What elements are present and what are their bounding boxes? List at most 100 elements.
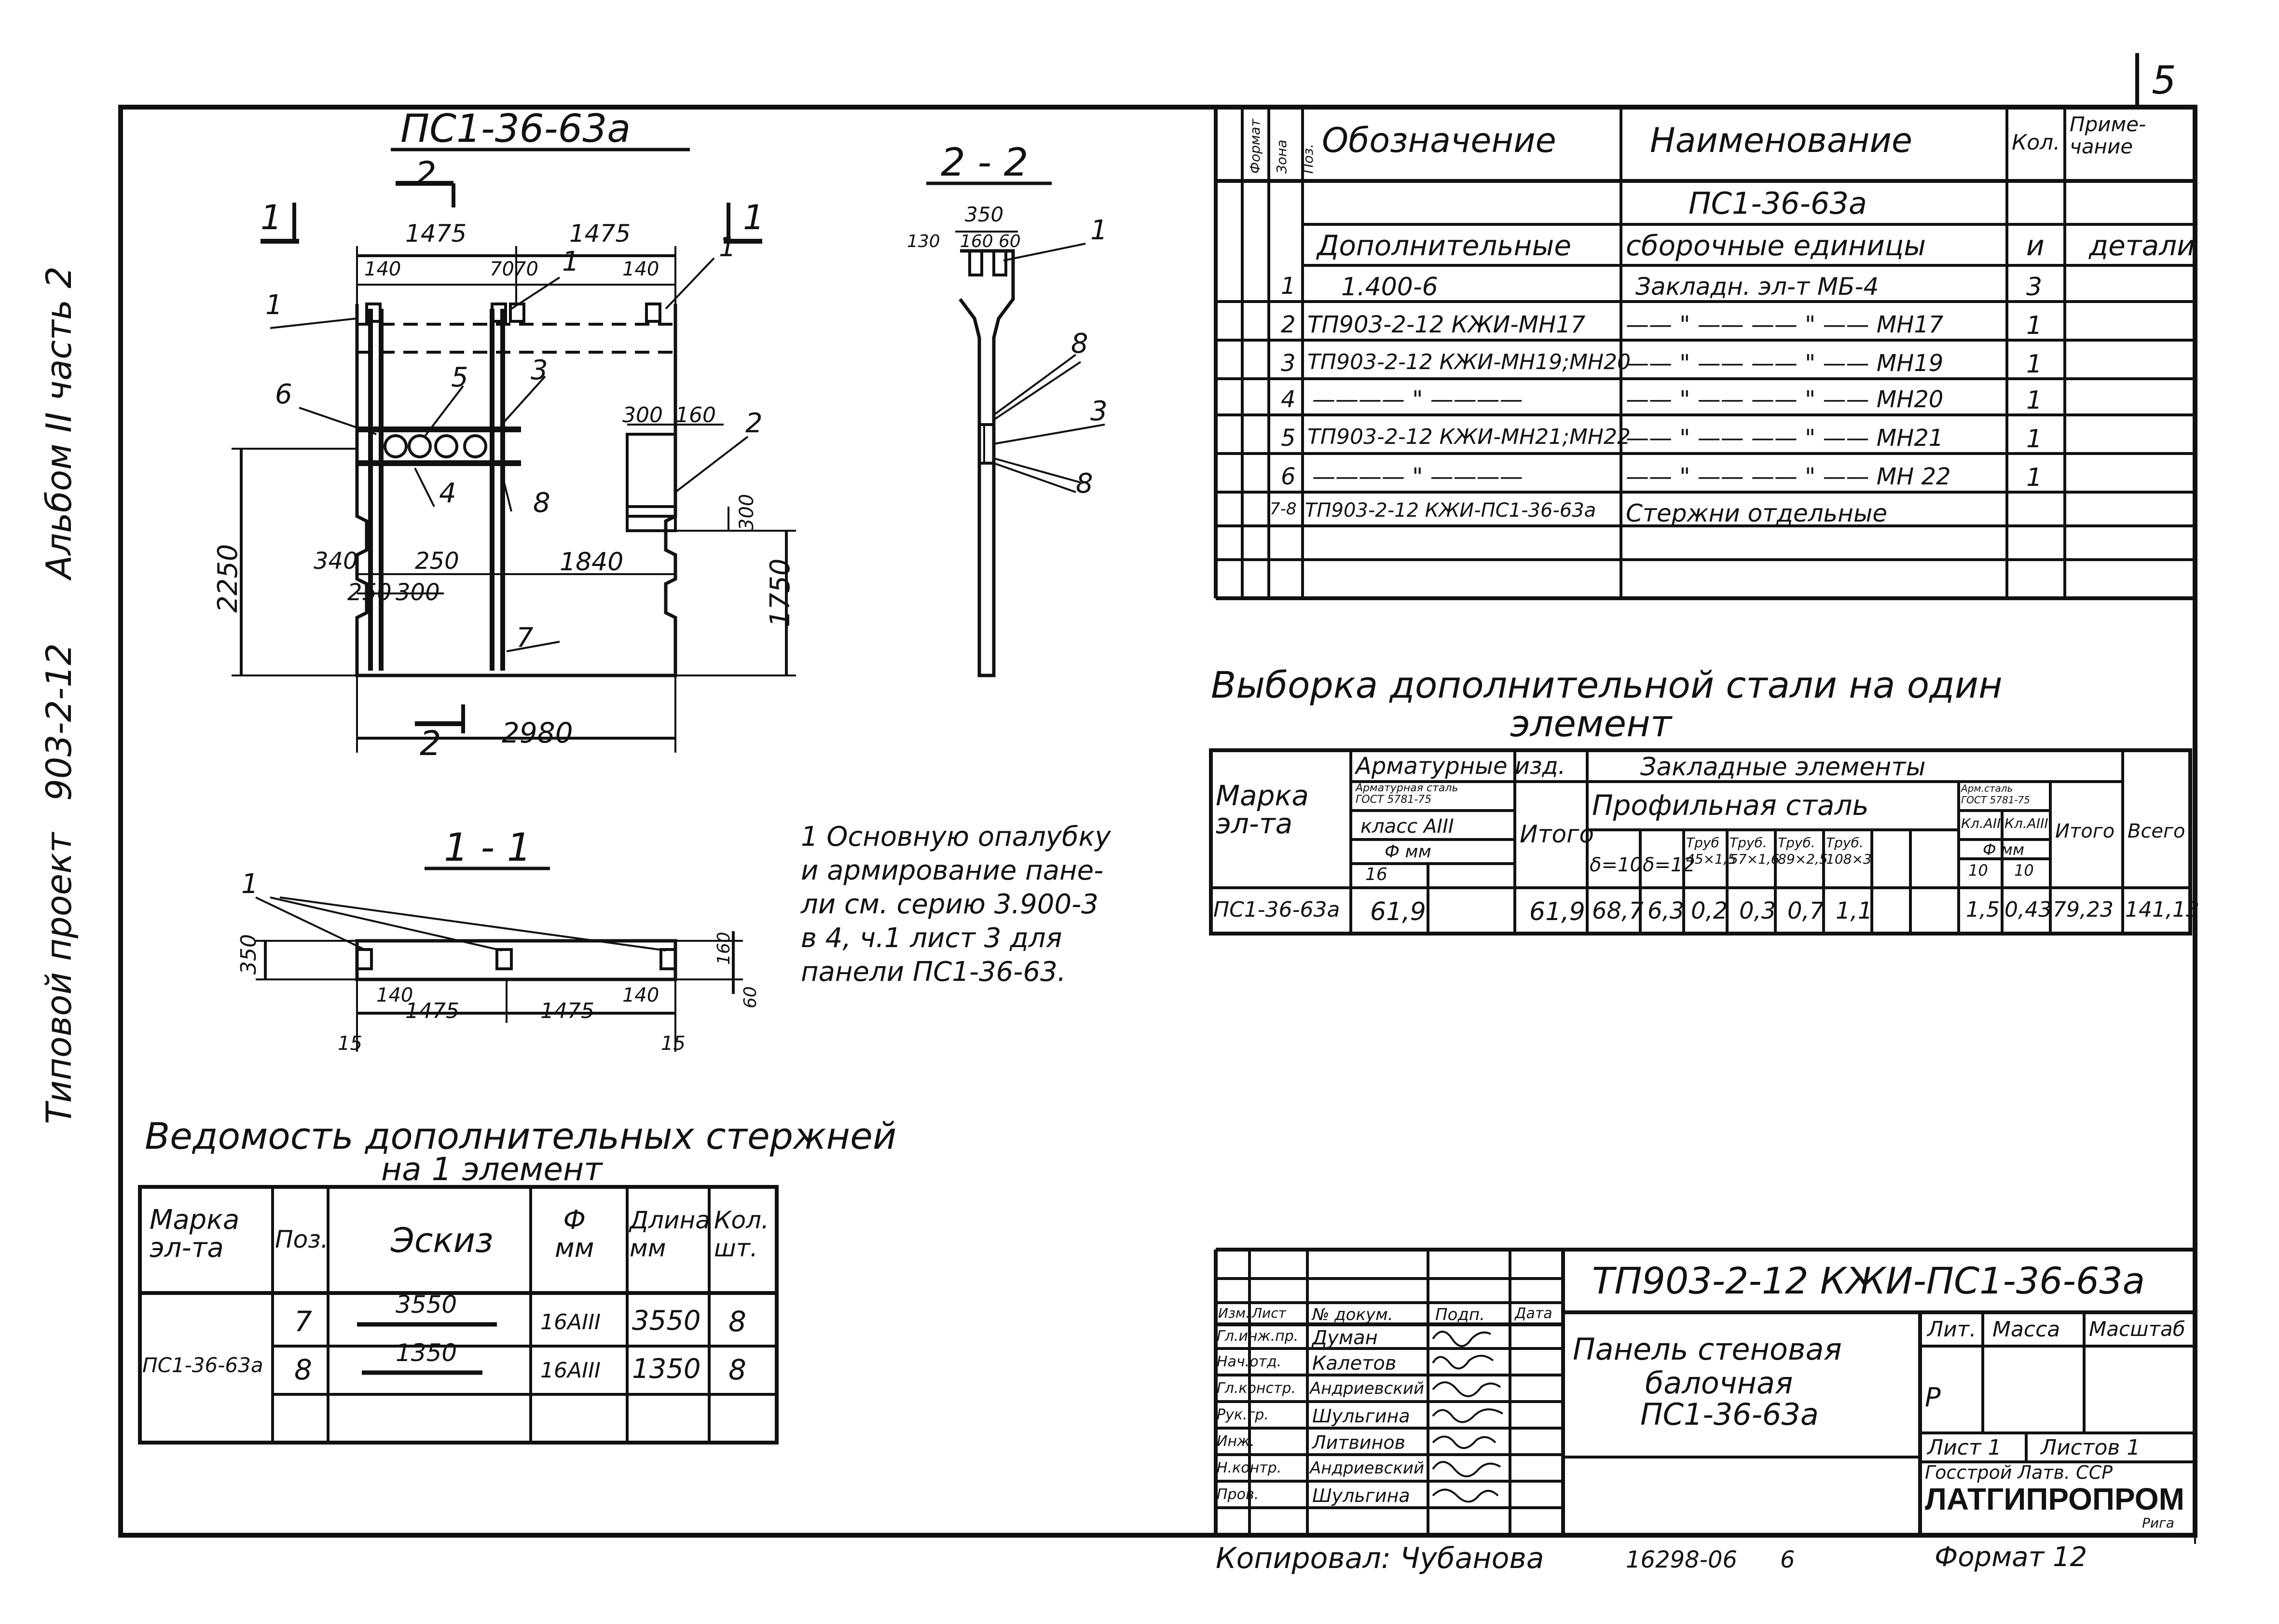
main-view-title: ПС1-36-63а xyxy=(400,106,631,151)
rebar-h-length: Длина мм xyxy=(630,1206,710,1262)
tb-person: Думан xyxy=(1312,1327,1378,1349)
title-block-name-3: ПС1-36-63а xyxy=(1640,1397,1819,1432)
rebar-phi: 16АIII xyxy=(540,1358,601,1383)
section-2-2-drawing xyxy=(926,181,1105,677)
rebar-pos: 7 xyxy=(294,1305,312,1338)
tb-sheet: Лист 1 xyxy=(1927,1435,2002,1460)
tb-sheets: Листов 1 xyxy=(2041,1435,2141,1460)
s22-dim-350: 350 xyxy=(965,203,1004,226)
spec-designation: 1.400-6 xyxy=(1341,273,1438,302)
rebar-qty: 8 xyxy=(728,1353,746,1386)
spec-pos: 7-8 xyxy=(1270,499,1297,519)
section-2-2-title: 2 - 2 xyxy=(941,140,1029,185)
rebar-h-sketch: Эскиз xyxy=(391,1221,494,1260)
dim-300: 300 xyxy=(396,579,440,606)
s11-dim-1475b: 1475 xyxy=(540,999,594,1023)
spec-section-c: и xyxy=(2026,229,2045,262)
spec-pos: 1 xyxy=(1281,273,1296,300)
steel-h-armature-std2: Арм.сталь ГОСТ 5781-75 xyxy=(1961,783,2030,806)
note-line-1: 1 Основную опалубку xyxy=(801,821,1111,853)
s11-dim-160: 160 xyxy=(714,932,734,965)
note-line-4: в 4, ч.1 лист 3 для xyxy=(801,922,1062,954)
leader-1-right: 1 xyxy=(719,232,736,263)
title-block-name-2: балочная xyxy=(1645,1365,1793,1401)
spec-qty: 1 xyxy=(2026,463,2043,492)
steel-h-total2: Итого xyxy=(2055,820,2115,842)
s11-dim-15b: 15 xyxy=(661,1032,686,1055)
s11-dim-15a: 15 xyxy=(338,1032,362,1055)
spec-vh-format: Формат xyxy=(1247,119,1263,174)
tb-org-2: ЛАТГИПРОПРОМ xyxy=(1925,1482,2184,1516)
steel-h-profile: Профильная сталь xyxy=(1592,789,1869,822)
tb-person: Андриевский xyxy=(1310,1459,1425,1478)
tb-role: Нач.отд. xyxy=(1217,1353,1282,1370)
spec-designation: ТП903-2-12 КЖИ-МН19;МН20 xyxy=(1307,350,1631,374)
steel-h-10a: 10 xyxy=(1968,861,1988,880)
steel-title-line1: Выборка дополнительной стали на один xyxy=(1211,663,2003,706)
spec-name: Закладн. эл-т МБ-4 xyxy=(1635,273,1879,301)
rebar-length: 1350 xyxy=(632,1353,701,1385)
s22-leader-8b: 8 xyxy=(1076,468,1093,499)
leader-7: 7 xyxy=(516,622,534,654)
dim-detail-160: 160 xyxy=(675,403,716,427)
section-mark-1-right: 1 xyxy=(743,198,765,237)
tb-scale-head: Масштаб xyxy=(2089,1317,2185,1341)
project-code-label: 903-2-12 xyxy=(39,643,79,801)
section-mark-2-bottom: 2 xyxy=(420,724,441,763)
s11-dim-140a: 140 xyxy=(376,984,413,1006)
spec-qty: 3 xyxy=(2026,273,2043,302)
signatures xyxy=(1432,1331,1503,1503)
rebar-pos: 8 xyxy=(294,1353,312,1386)
steel-h-kl1: Кл.АII xyxy=(1961,815,2001,831)
s22-leader-3: 3 xyxy=(1090,396,1108,427)
s22-dim-60: 60 xyxy=(999,232,1021,251)
rebar-title-line1: Ведомость дополнительных стержней xyxy=(145,1115,897,1157)
note-line-2: и армирование пане- xyxy=(801,855,1104,886)
note-line-3: ли см. серию 3.900-3 xyxy=(801,889,1098,920)
s11-leader-1: 1 xyxy=(241,868,259,900)
title-block-grid xyxy=(1214,1248,2195,1535)
note-block: 1 Основную опалубку и армирование пане- … xyxy=(801,820,1111,989)
dim-140a: 140 xyxy=(364,258,401,280)
leader-6: 6 xyxy=(275,379,292,410)
dim-1840: 1840 xyxy=(560,548,624,577)
rebar-sketch-length: 1350 xyxy=(396,1339,457,1367)
section-1-1-drawing xyxy=(255,867,743,1052)
steel-h-phi: Ф мм xyxy=(1385,842,1431,862)
dim-height-total: 2250 xyxy=(212,544,244,613)
spec-qty: 1 xyxy=(2026,425,2043,454)
rebar-h-pos: Поз. xyxy=(275,1225,329,1253)
spec-pos: 4 xyxy=(1281,386,1296,413)
s22-leader-8a: 8 xyxy=(1071,328,1088,359)
tb-col-date: Дата xyxy=(1515,1305,1552,1322)
note-line-5: панели ПС1-36-63. xyxy=(801,956,1066,988)
steel-title-line2: элемент xyxy=(1510,702,1672,745)
steel-cell-armature: 61,9 xyxy=(1370,897,1426,926)
dim-detail-300v: 300 xyxy=(736,494,758,531)
footer-archive: 16298-06 xyxy=(1626,1546,1738,1573)
s22-dim-160: 160 xyxy=(960,232,993,251)
s11-dim-60: 60 xyxy=(741,986,760,1008)
leader-1-left: 1 xyxy=(265,289,283,321)
album-label: Альбом II часть 2 xyxy=(39,266,79,579)
spec-name: —— " —— —— " —— МН17 xyxy=(1626,311,1944,338)
section-1-1-title: 1 - 1 xyxy=(444,825,532,870)
spec-section-a: Дополнительные xyxy=(1317,229,1572,262)
spec-designation: ———— " ———— xyxy=(1312,386,1523,413)
spec-qty: 1 xyxy=(2026,311,2043,340)
tb-mass-head: Масса xyxy=(1992,1317,2060,1342)
steel-h-sub-5: Труб. 89×2,5 xyxy=(1778,835,1828,867)
sheet-number: 5 xyxy=(2152,58,2176,103)
spec-pos: 6 xyxy=(1281,463,1296,490)
steel-h-mark: Марка эл-та xyxy=(1216,779,1309,840)
tb-org-3: Рига xyxy=(2142,1515,2174,1531)
spec-name: —— " —— —— " —— МН21 xyxy=(1626,425,1944,452)
rebar-length: 3550 xyxy=(632,1305,701,1336)
steel-cell-pipe45: 0,2 xyxy=(1691,897,1728,924)
tb-lit-head: Лит. xyxy=(1927,1317,1977,1342)
spec-pos: 5 xyxy=(1281,425,1296,452)
spec-section-d: детали xyxy=(2089,229,2195,262)
tb-person: Литвинов xyxy=(1312,1432,1405,1453)
